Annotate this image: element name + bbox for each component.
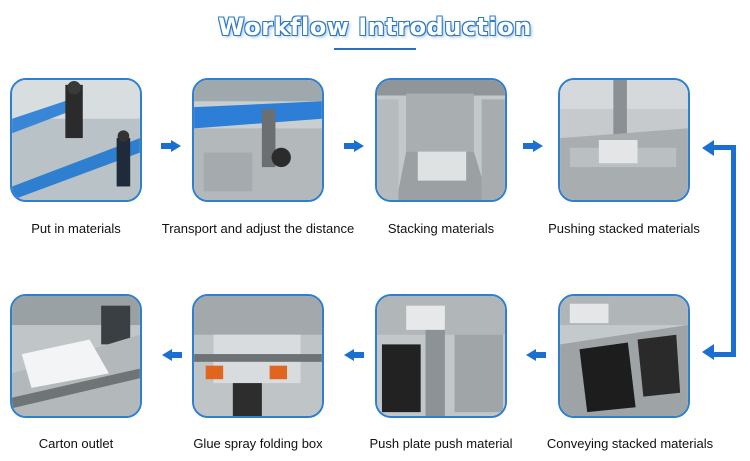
step-label: Pushing stacked materials — [548, 221, 700, 236]
photo-glue-spray-icon — [194, 296, 322, 416]
return-connector — [714, 145, 736, 357]
step-photo-push-plate — [375, 294, 507, 418]
title-underline — [334, 48, 416, 50]
arrow-right-icon — [344, 140, 364, 152]
step-photo-put-in-materials — [10, 78, 142, 202]
arrow-left-icon — [702, 140, 714, 156]
photo-push-plate-icon — [377, 296, 505, 416]
workflow-title: Workflow Introduction — [218, 13, 532, 41]
photo-put-in-materials-icon — [12, 80, 140, 200]
photo-carton-outlet-icon — [12, 296, 140, 416]
photo-conveying-icon — [560, 296, 688, 416]
arrow-left-icon — [702, 344, 714, 360]
photo-transport-icon — [194, 80, 322, 200]
arrow-left-icon — [344, 349, 364, 361]
step-photo-glue-spray — [192, 294, 324, 418]
step-label: Push plate push material — [369, 436, 513, 451]
step-label: Carton outlet — [38, 436, 114, 451]
step-label: Glue spray folding box — [193, 436, 323, 451]
step-label: Transport and adjust the distance — [161, 221, 355, 236]
step-label: Stacking materials — [387, 221, 495, 236]
arrow-right-icon — [161, 140, 181, 152]
step-label: Conveying stacked materials — [546, 436, 714, 451]
arrow-right-icon — [523, 140, 543, 152]
arrow-left-icon — [526, 349, 546, 361]
photo-stacking-icon — [377, 80, 505, 200]
step-photo-stacking — [375, 78, 507, 202]
step-photo-transport — [192, 78, 324, 202]
photo-pushing-icon — [560, 80, 688, 200]
step-photo-conveying — [558, 294, 690, 418]
step-photo-carton-outlet — [10, 294, 142, 418]
step-photo-pushing — [558, 78, 690, 202]
step-label: Put in materials — [31, 221, 121, 236]
arrow-left-icon — [162, 349, 182, 361]
